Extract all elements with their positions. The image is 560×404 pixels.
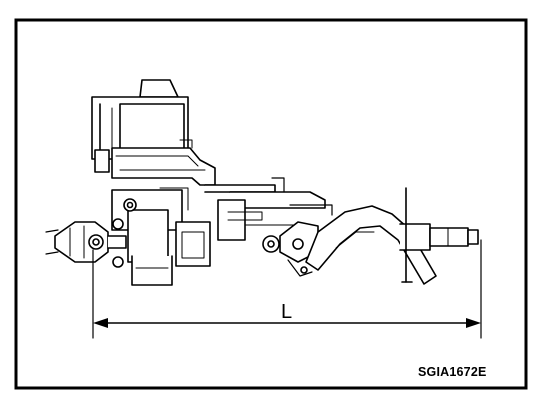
dimension-extension-lines xyxy=(92,239,482,339)
dimension-label: L xyxy=(281,301,292,323)
intermediate-shaft-joint xyxy=(45,218,127,268)
lower-bracket xyxy=(111,187,211,286)
arrowhead-left xyxy=(93,318,108,328)
figure-code: SGIA1672E xyxy=(418,365,487,379)
steering-column-assembly xyxy=(45,79,482,339)
upper-column-jacket xyxy=(399,187,479,283)
dimension-line-L xyxy=(93,318,481,328)
figure-frame xyxy=(14,18,528,390)
column-housing xyxy=(111,139,333,241)
arrowhead-right xyxy=(466,318,481,328)
tilt-lever-mechanism xyxy=(262,221,319,277)
